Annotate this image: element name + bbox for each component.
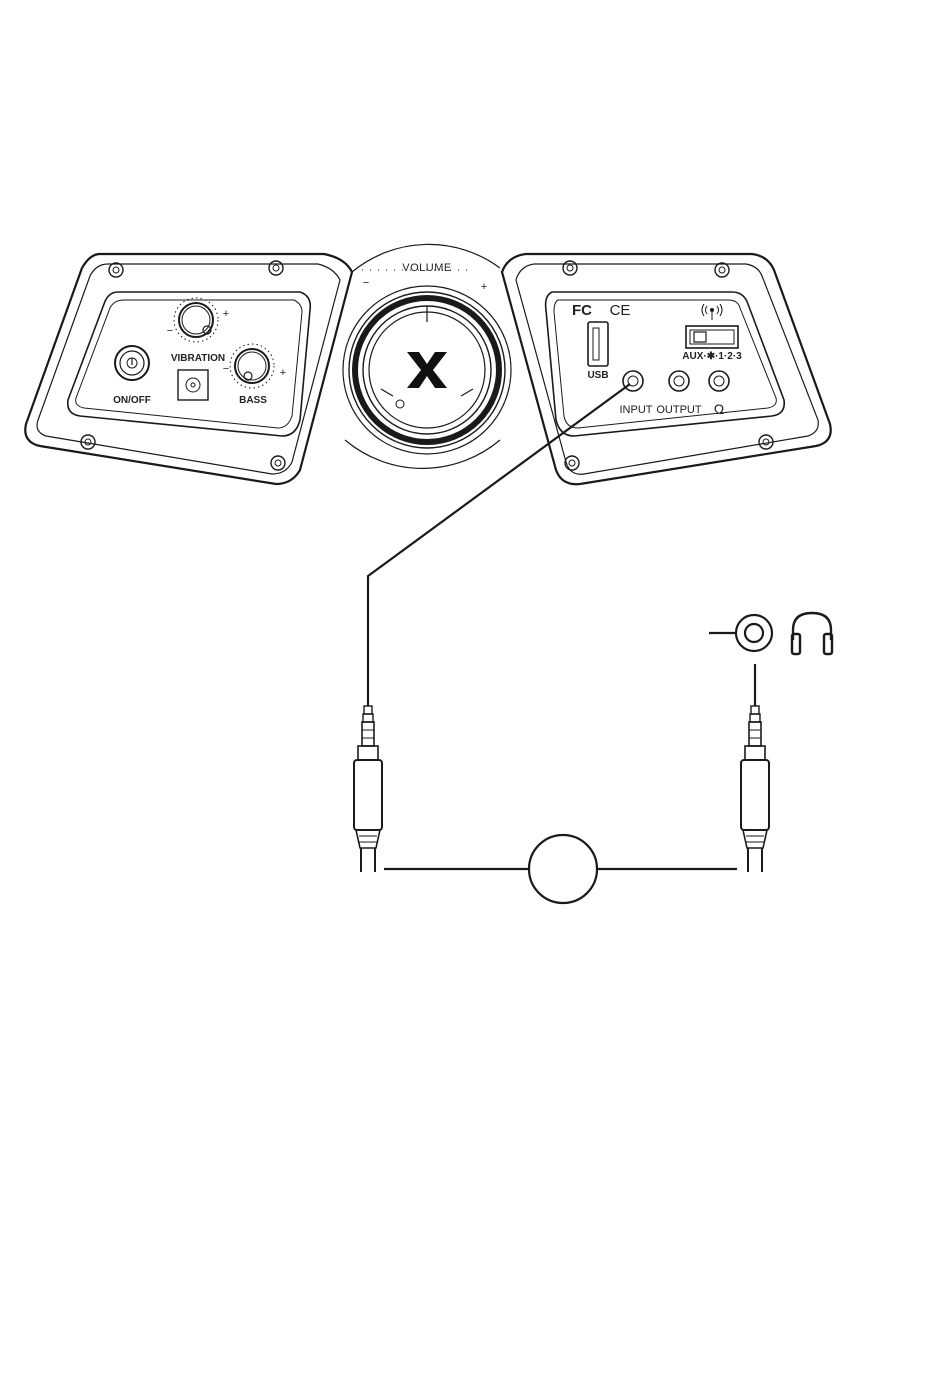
input-label: INPUT bbox=[620, 404, 653, 416]
vibration-label: VIBRATION bbox=[171, 353, 225, 364]
onoff-label: ON/OFF bbox=[113, 395, 151, 406]
power-button[interactable] bbox=[115, 346, 149, 380]
bass-plus: + bbox=[280, 367, 286, 379]
bass-knob[interactable] bbox=[230, 344, 274, 388]
mode-switch[interactable] bbox=[686, 326, 738, 348]
left-audio-plug bbox=[354, 706, 382, 872]
headphone-port-label: Ω bbox=[714, 401, 724, 417]
usb-label: USB bbox=[587, 370, 608, 381]
headphone-icon bbox=[792, 613, 832, 654]
volume-plus: + bbox=[481, 281, 487, 293]
wireless-icon bbox=[702, 304, 722, 320]
output-jack[interactable] bbox=[669, 371, 689, 391]
cable-to-input bbox=[368, 384, 630, 706]
right-panel bbox=[502, 254, 831, 484]
output-label: OUTPUT bbox=[656, 404, 702, 416]
volume-minus: − bbox=[363, 277, 369, 289]
ce-mark: CE bbox=[610, 302, 631, 319]
cable-loop bbox=[384, 835, 737, 903]
mode-label: AUX·✱·1·2·3 bbox=[682, 351, 742, 362]
left-panel bbox=[25, 254, 352, 484]
dc-power-jack[interactable] bbox=[178, 370, 208, 400]
audio-jack-icon bbox=[709, 615, 772, 651]
brand-logo bbox=[407, 352, 447, 388]
vibration-knob[interactable] bbox=[174, 298, 218, 342]
right-audio-plug bbox=[741, 664, 769, 872]
bass-label: BASS bbox=[239, 395, 267, 406]
usb-port[interactable] bbox=[588, 322, 608, 366]
fc-mark: FC bbox=[572, 302, 592, 319]
power-icon bbox=[127, 358, 137, 368]
vibration-minus: − bbox=[167, 325, 173, 337]
bass-minus: − bbox=[223, 363, 229, 375]
headphone-jack[interactable] bbox=[709, 371, 729, 391]
volume-label: VOLUME bbox=[402, 262, 451, 274]
vibration-plus: + bbox=[223, 308, 229, 320]
